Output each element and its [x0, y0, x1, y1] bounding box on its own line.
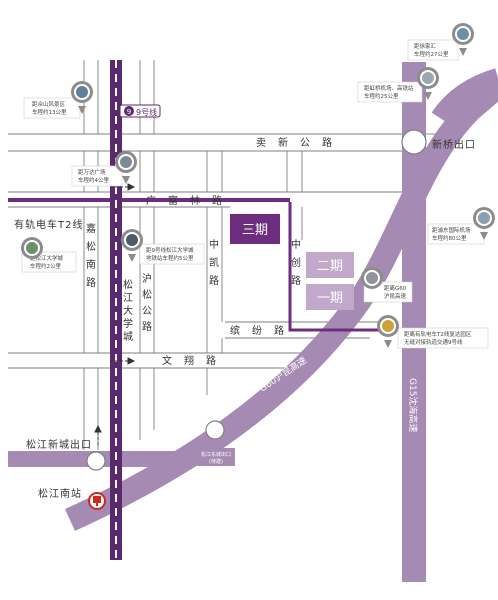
- project-outline: [288, 202, 380, 332]
- poi-daxue: 距松江大学城 车程约2公里: [21, 237, 77, 273]
- svg-text:车程约27公里: 车程约27公里: [414, 50, 449, 58]
- phase1-block: [306, 284, 354, 310]
- svg-text:无缝对接轨道交通9号线: 无缝对接轨道交通9号线: [404, 338, 463, 346]
- svg-text:中: 中: [291, 238, 302, 251]
- maixin-road-label: 卖 新 公 路: [256, 136, 333, 149]
- xincheng-exit-label: 松江新城出口: [26, 438, 92, 451]
- highway-icon: [366, 272, 378, 284]
- poi-metro: 距9号线松江大学城 地铁站车程约5公里: [121, 229, 205, 265]
- poi-tram: 距离有轨电车T2线复达园区 无缝对接轨道交通9号线: [377, 315, 489, 349]
- building-icon: [120, 156, 132, 168]
- south-station-label: 松江南站: [38, 487, 82, 500]
- svg-text:地铁站车程约5公里: 地铁站车程约5公里: [146, 254, 194, 262]
- husong-road-label: 沪 松 公 路: [142, 272, 153, 333]
- svg-text:江: 江: [123, 292, 134, 304]
- poi-g60: 距离G60 沪昆高速: [361, 267, 413, 303]
- phase2-block: [306, 252, 354, 278]
- svg-text:凯: 凯: [209, 256, 220, 269]
- zhongchuang-road-label: 中 创 路: [291, 238, 302, 287]
- tram-t2-label: 有轨电车T2线: [14, 218, 83, 231]
- svg-text:路: 路: [142, 320, 153, 333]
- east-interchange: [205, 420, 225, 440]
- svg-text:创: 创: [291, 256, 302, 269]
- g60-highway: [65, 76, 498, 531]
- campus-icon: [26, 242, 38, 254]
- svg-text:距佘山风景区: 距佘山风景区: [32, 100, 66, 108]
- svg-text:大: 大: [123, 304, 134, 317]
- phase3-label: 三期: [242, 223, 268, 238]
- poi-wanda: 距万达广场 车程约4公里: [71, 151, 137, 187]
- metro-line-9: [110, 60, 122, 560]
- svg-text:城: 城: [123, 331, 134, 343]
- phase3-block: [230, 214, 280, 244]
- zhongkai-road-label: 中 凯 路: [209, 238, 220, 287]
- poi-pudong: 距浦东国际机场 车程约80公里: [427, 207, 495, 245]
- xinqiao-exit-label: 新桥出口: [432, 138, 476, 151]
- poi-xujiahui: 距徐家汇 车程约27公里: [407, 23, 474, 61]
- svg-text:车程约2公里: 车程约2公里: [30, 262, 61, 270]
- plane-icon: [478, 212, 490, 224]
- g15-label: G15沈海高速: [407, 378, 419, 432]
- svg-text:9号线: 9号线: [136, 107, 157, 117]
- svg-text:沪昆高速: 沪昆高速: [384, 292, 407, 300]
- train-icon: [126, 234, 138, 246]
- svg-text:车程约13公里: 车程约13公里: [32, 108, 67, 116]
- binfen-road-label: 缤 纷 路: [230, 324, 285, 337]
- wenxiang-road-label: 文 翔 路: [162, 354, 217, 367]
- svg-text:路: 路: [291, 274, 302, 287]
- tower-icon: [457, 28, 469, 40]
- svg-text:距万达广场: 距万达广场: [78, 168, 106, 176]
- svg-text:车程约4公里: 车程约4公里: [78, 176, 109, 184]
- svg-text:学: 学: [123, 317, 134, 330]
- svg-text:距离有轨电车T2线复达园区: 距离有轨电车T2线复达园区: [404, 330, 472, 338]
- svg-text:距虹桥机场、高铁站: 距虹桥机场、高铁站: [364, 84, 414, 92]
- phase2-label: 二期: [317, 259, 343, 274]
- svg-text:南: 南: [86, 258, 97, 271]
- svg-text:路: 路: [209, 274, 220, 287]
- jiasong-road-label: 嘉 松 南 路: [86, 222, 97, 289]
- svg-text:松: 松: [123, 278, 134, 291]
- svg-text:松: 松: [142, 288, 153, 301]
- svg-text:距松江大学城: 距松江大学城: [30, 254, 64, 262]
- phase1-label: 一期: [317, 291, 343, 306]
- svg-text:9: 9: [127, 108, 131, 116]
- svg-text:距9号线松江大学城: 距9号线松江大学城: [146, 246, 194, 254]
- g60-highway-east: [431, 68, 498, 124]
- svg-text:距离G60: 距离G60: [384, 284, 407, 292]
- svg-text:(待建): (待建): [209, 458, 223, 465]
- svg-text:松江东城出口: 松江东城出口: [201, 451, 231, 458]
- svg-text:沪: 沪: [142, 272, 153, 285]
- poi-yushan: 距佘山风景区 车程约13公里: [23, 81, 93, 119]
- direction-arrows: [94, 183, 136, 445]
- svg-text:距徐家汇: 距徐家汇: [414, 42, 437, 50]
- svg-text:嘉: 嘉: [86, 222, 97, 235]
- svg-text:松: 松: [86, 240, 97, 253]
- svg-text:路: 路: [86, 276, 97, 289]
- railway-station-icon: [88, 492, 106, 510]
- mountain-icon: [76, 86, 88, 98]
- xincheng-interchange: [86, 451, 106, 471]
- poi-hongqiao: 距虹桥机场、高铁站 车程约25公里: [357, 67, 439, 103]
- guangfulin-road-label: 广 富 林 路: [146, 194, 223, 207]
- tram-icon: [382, 320, 394, 332]
- metro9-badge: 9 9号线: [119, 104, 161, 118]
- svg-text:中: 中: [209, 238, 220, 251]
- svg-text:距浦东国际机场: 距浦东国际机场: [432, 226, 471, 234]
- svg-text:车程约80公里: 车程约80公里: [432, 234, 467, 242]
- east-exit-callout: 松江东城出口 (待建): [197, 439, 235, 466]
- svg-text:车程约25公里: 车程约25公里: [364, 92, 399, 100]
- guangfulin-band: [8, 198, 290, 202]
- daxuecheng-label: 松 江 大 学 城: [123, 278, 134, 343]
- svg-text:公: 公: [142, 306, 153, 317]
- plane-icon: [422, 72, 434, 84]
- xinqiao-interchange: [401, 129, 427, 155]
